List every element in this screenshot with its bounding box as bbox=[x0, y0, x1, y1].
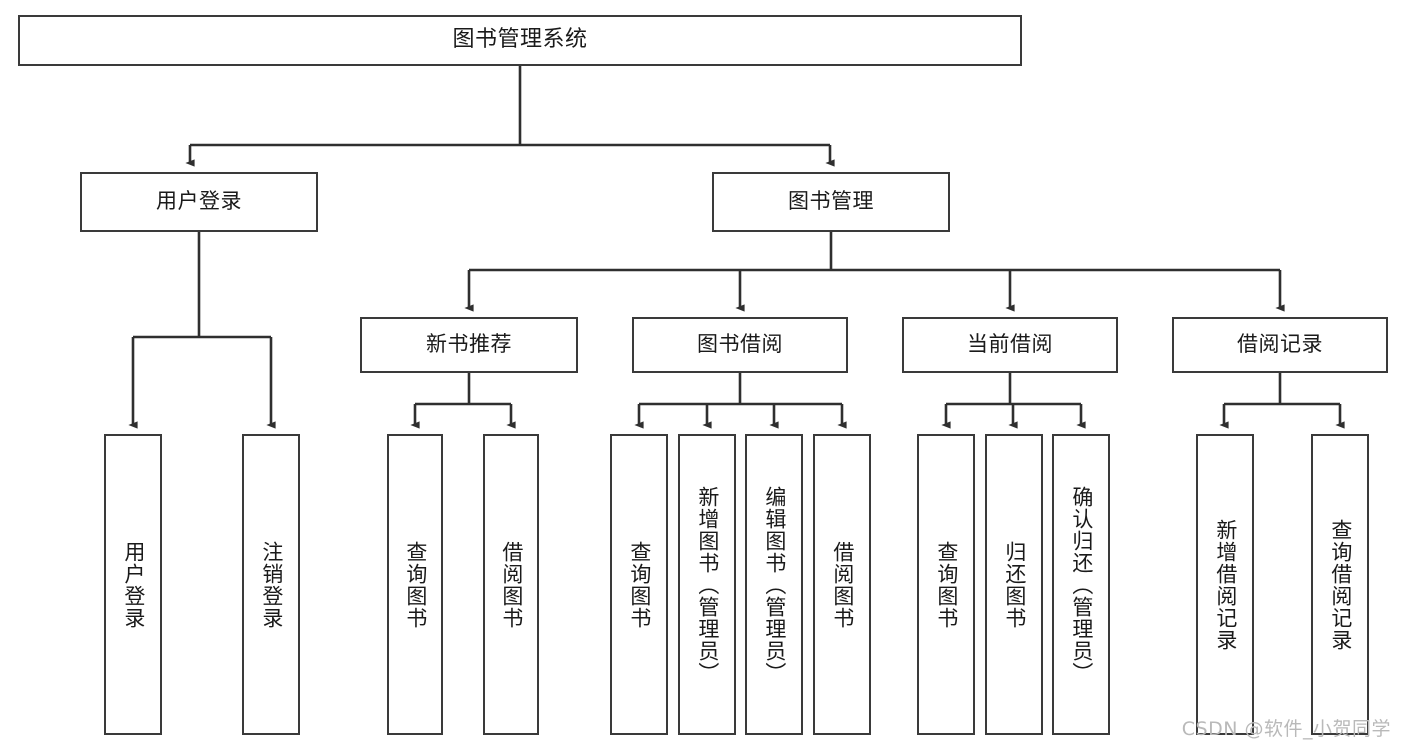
node-label: 查询图书 bbox=[934, 540, 959, 629]
node-label: 新增图书（管理员） bbox=[695, 485, 720, 684]
watermark-text: CSDN @软件_小贺同学 bbox=[1181, 718, 1391, 740]
node-label: 借阅记录 bbox=[1237, 332, 1323, 357]
node-label: 当前借阅 bbox=[967, 332, 1053, 357]
node-new-book-recommend[interactable]: 新书推荐 bbox=[360, 317, 578, 373]
node-borrow-records[interactable]: 借阅记录 bbox=[1172, 317, 1388, 373]
node-book-management[interactable]: 图书管理 bbox=[712, 172, 950, 232]
node-label: 用户登录 bbox=[156, 189, 242, 214]
leaf-current-borrow-return-book[interactable]: 归还图书 bbox=[985, 434, 1043, 735]
node-label: 图书管理 bbox=[788, 189, 874, 214]
node-label: 借阅图书 bbox=[830, 540, 855, 629]
leaf-book-borrow-edit-book-admin[interactable]: 编辑图书（管理员） bbox=[745, 434, 803, 735]
node-label: 确认归还（管理员） bbox=[1069, 485, 1094, 684]
node-label: 新书推荐 bbox=[426, 332, 512, 357]
node-current-borrow[interactable]: 当前借阅 bbox=[902, 317, 1118, 373]
leaf-book-borrow-query-book[interactable]: 查询图书 bbox=[610, 434, 668, 735]
leaf-book-borrow-borrow-book[interactable]: 借阅图书 bbox=[813, 434, 871, 735]
node-label: 借阅图书 bbox=[499, 540, 524, 629]
node-label: 图书借阅 bbox=[697, 332, 783, 357]
node-book-borrow[interactable]: 图书借阅 bbox=[632, 317, 848, 373]
leaf-user-login-logout[interactable]: 注销登录 bbox=[242, 434, 300, 735]
leaf-current-borrow-query-book[interactable]: 查询图书 bbox=[917, 434, 975, 735]
node-label: 编辑图书（管理员） bbox=[762, 485, 787, 684]
leaf-new-book-borrow-book[interactable]: 借阅图书 bbox=[483, 434, 539, 735]
leaf-book-borrow-add-book-admin[interactable]: 新增图书（管理员） bbox=[678, 434, 736, 735]
node-label: 查询借阅记录 bbox=[1328, 518, 1353, 651]
leaf-borrow-records-query-record[interactable]: 查询借阅记录 bbox=[1311, 434, 1369, 735]
node-label: 图书管理系统 bbox=[452, 27, 588, 53]
leaf-new-book-query-book[interactable]: 查询图书 bbox=[387, 434, 443, 735]
leaf-borrow-records-add-record[interactable]: 新增借阅记录 bbox=[1196, 434, 1254, 735]
node-root-book-management-system[interactable]: 图书管理系统 bbox=[18, 15, 1022, 66]
node-label: 新增借阅记录 bbox=[1213, 518, 1238, 651]
node-user-login[interactable]: 用户登录 bbox=[80, 172, 318, 232]
leaf-current-borrow-confirm-return-admin[interactable]: 确认归还（管理员） bbox=[1052, 434, 1110, 735]
node-label: 注销登录 bbox=[259, 540, 284, 629]
node-label: 查询图书 bbox=[403, 540, 428, 629]
leaf-user-login-login[interactable]: 用户登录 bbox=[104, 434, 162, 735]
node-label: 用户登录 bbox=[121, 540, 146, 629]
node-label: 归还图书 bbox=[1002, 540, 1027, 629]
node-label: 查询图书 bbox=[627, 540, 652, 629]
